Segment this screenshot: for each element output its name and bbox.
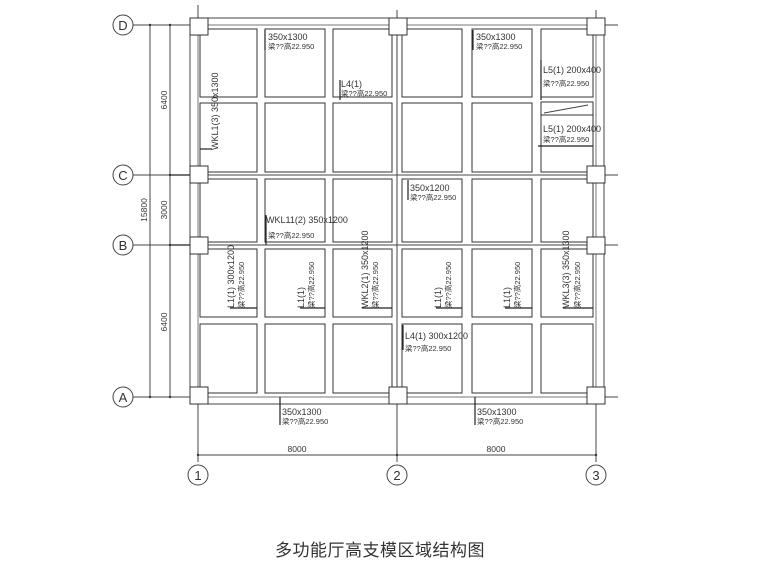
- beam-label-l1-b: L1(1) 梁??高22.950: [296, 262, 325, 309]
- beam-label-wkl3: WKL3(3) 350x1300 梁??高22.950: [561, 230, 593, 309]
- svg-text:350x1300: 350x1300: [268, 32, 308, 42]
- svg-text:梁??高22.950: 梁??高22.950: [476, 41, 522, 51]
- svg-text:梁??高22.950: 梁??高22.950: [405, 343, 451, 353]
- svg-text:梁??高22.950: 梁??高22.950: [512, 262, 522, 308]
- drawing-caption: 多功能厅高支模区域结构图: [275, 541, 485, 561]
- dim-15800: 15800: [139, 198, 149, 222]
- svg-text:梁??高22.950: 梁??高22.950: [543, 134, 589, 144]
- beam-label-l5-b: L5(1) 200x400 梁??高22.950: [538, 124, 601, 147]
- beam-label-mid-350x1200: 350x1200 梁??高22.950: [407, 180, 456, 202]
- columns: [189, 17, 606, 405]
- svg-text:梁??高22.950: 梁??高22.950: [306, 262, 316, 308]
- svg-text:L5(1) 200x400: L5(1) 200x400: [543, 65, 601, 75]
- beam-label-l1-c: L1(1) 梁??高22.950: [433, 262, 462, 309]
- axis-label-C: C: [118, 168, 127, 183]
- svg-text:梁??高22.950: 梁??高22.950: [236, 262, 246, 308]
- beam-label-l1-a: L1(1) 300x1200 梁??高22.950: [226, 245, 257, 309]
- svg-text:350x1300: 350x1300: [477, 407, 517, 417]
- svg-text:梁??高22.950: 梁??高22.950: [370, 262, 380, 308]
- svg-text:梁??高22.950: 梁??高22.950: [268, 230, 314, 240]
- beam-label-l4-bottom: L4(1) 300x1200 梁??高22.950: [402, 325, 468, 353]
- svg-text:梁??高22.950: 梁??高22.950: [477, 416, 523, 426]
- beam-label-l1-d: L1(1) 梁??高22.950: [502, 262, 532, 309]
- beam-label-wkl1: WKL1(3) 350x1300: [200, 72, 220, 150]
- axis-bubble-1: 1: [187, 464, 209, 486]
- dim-6400-top: 6400: [159, 90, 169, 109]
- svg-text:WKL3(3) 350x1300: WKL3(3) 350x1300: [561, 230, 571, 308]
- svg-text:梁??高22.950: 梁??高22.950: [268, 41, 314, 51]
- svg-text:梁??高22.950: 梁??高22.950: [443, 262, 453, 308]
- svg-text:L5(1) 200x400: L5(1) 200x400: [543, 124, 601, 134]
- axis-label-B: B: [119, 238, 128, 253]
- slab-panels: [199, 28, 594, 394]
- svg-text:L1(1): L1(1): [502, 287, 512, 308]
- svg-text:WKL2(1) 350x1200: WKL2(1) 350x1200: [360, 230, 370, 308]
- axis-bubble-3: 3: [585, 464, 607, 486]
- dim-3000: 3000: [159, 200, 169, 219]
- svg-text:L4(1) 300x1200: L4(1) 300x1200: [405, 331, 468, 341]
- beam-label-top-bay1: 350x1300 梁??高22.950: [264, 30, 314, 51]
- beam-label-bottom-bay1: 350x1300 梁??高22.950: [279, 397, 328, 426]
- svg-text:L1(1): L1(1): [296, 287, 306, 308]
- beam-label-wkl2: WKL2(1) 350x1200 梁??高22.950: [360, 230, 392, 309]
- axis-label-A: A: [119, 390, 128, 405]
- beam-label-bottom-bay2: 350x1300 梁??高22.950: [474, 397, 523, 426]
- dim-8000-left: 8000: [288, 444, 307, 454]
- svg-text:350x1300: 350x1300: [476, 32, 516, 42]
- axis-bubble-D: D: [112, 14, 134, 36]
- svg-text:梁??高22.950: 梁??高22.950: [410, 192, 456, 202]
- svg-text:梁??高22.950: 梁??高22.950: [282, 416, 328, 426]
- svg-text:梁??高22.950: 梁??高22.950: [572, 262, 582, 308]
- beam-label-top-bay2: 350x1300 梁??高22.950: [472, 30, 522, 51]
- svg-text:L1(1) 300x1200: L1(1) 300x1200: [226, 245, 236, 308]
- beam-label-l5-a: L5(1) 200x400 梁??高22.950: [540, 60, 601, 100]
- axis-bubble-B: B: [112, 234, 134, 256]
- dim-6400-bottom: 6400: [159, 312, 169, 331]
- svg-text:梁??高22.950: 梁??高22.950: [543, 78, 589, 88]
- beam-label-wkl11: WKL11(2) 350x1200 梁??高22.950: [265, 215, 348, 245]
- bottom-dimension-line: [196, 453, 598, 457]
- svg-text:WKL11(2) 350x1200: WKL11(2) 350x1200: [266, 215, 348, 225]
- svg-text:L1(1): L1(1): [433, 287, 443, 308]
- svg-text:350x1200: 350x1200: [410, 183, 450, 193]
- svg-text:WKL1(3) 350x1300: WKL1(3) 350x1300: [210, 72, 220, 150]
- left-dimension-lines: [148, 23, 172, 399]
- svg-text:梁??高22.950: 梁??高22.950: [341, 88, 387, 98]
- axis-label-1: 1: [194, 468, 201, 483]
- axis-label-3: 3: [592, 468, 599, 483]
- svg-text:350x1300: 350x1300: [282, 407, 322, 417]
- beam-label-l4-top: L4(1) 梁??高22.950: [339, 79, 387, 100]
- axis-bubble-A: A: [112, 386, 134, 408]
- axis-bubble-C: C: [112, 164, 134, 186]
- axis-bubble-2: 2: [386, 464, 408, 486]
- svg-text:L4(1): L4(1): [341, 79, 362, 89]
- axis-label-D: D: [118, 18, 127, 33]
- dim-8000-right: 8000: [487, 444, 506, 454]
- axis-label-2: 2: [393, 468, 400, 483]
